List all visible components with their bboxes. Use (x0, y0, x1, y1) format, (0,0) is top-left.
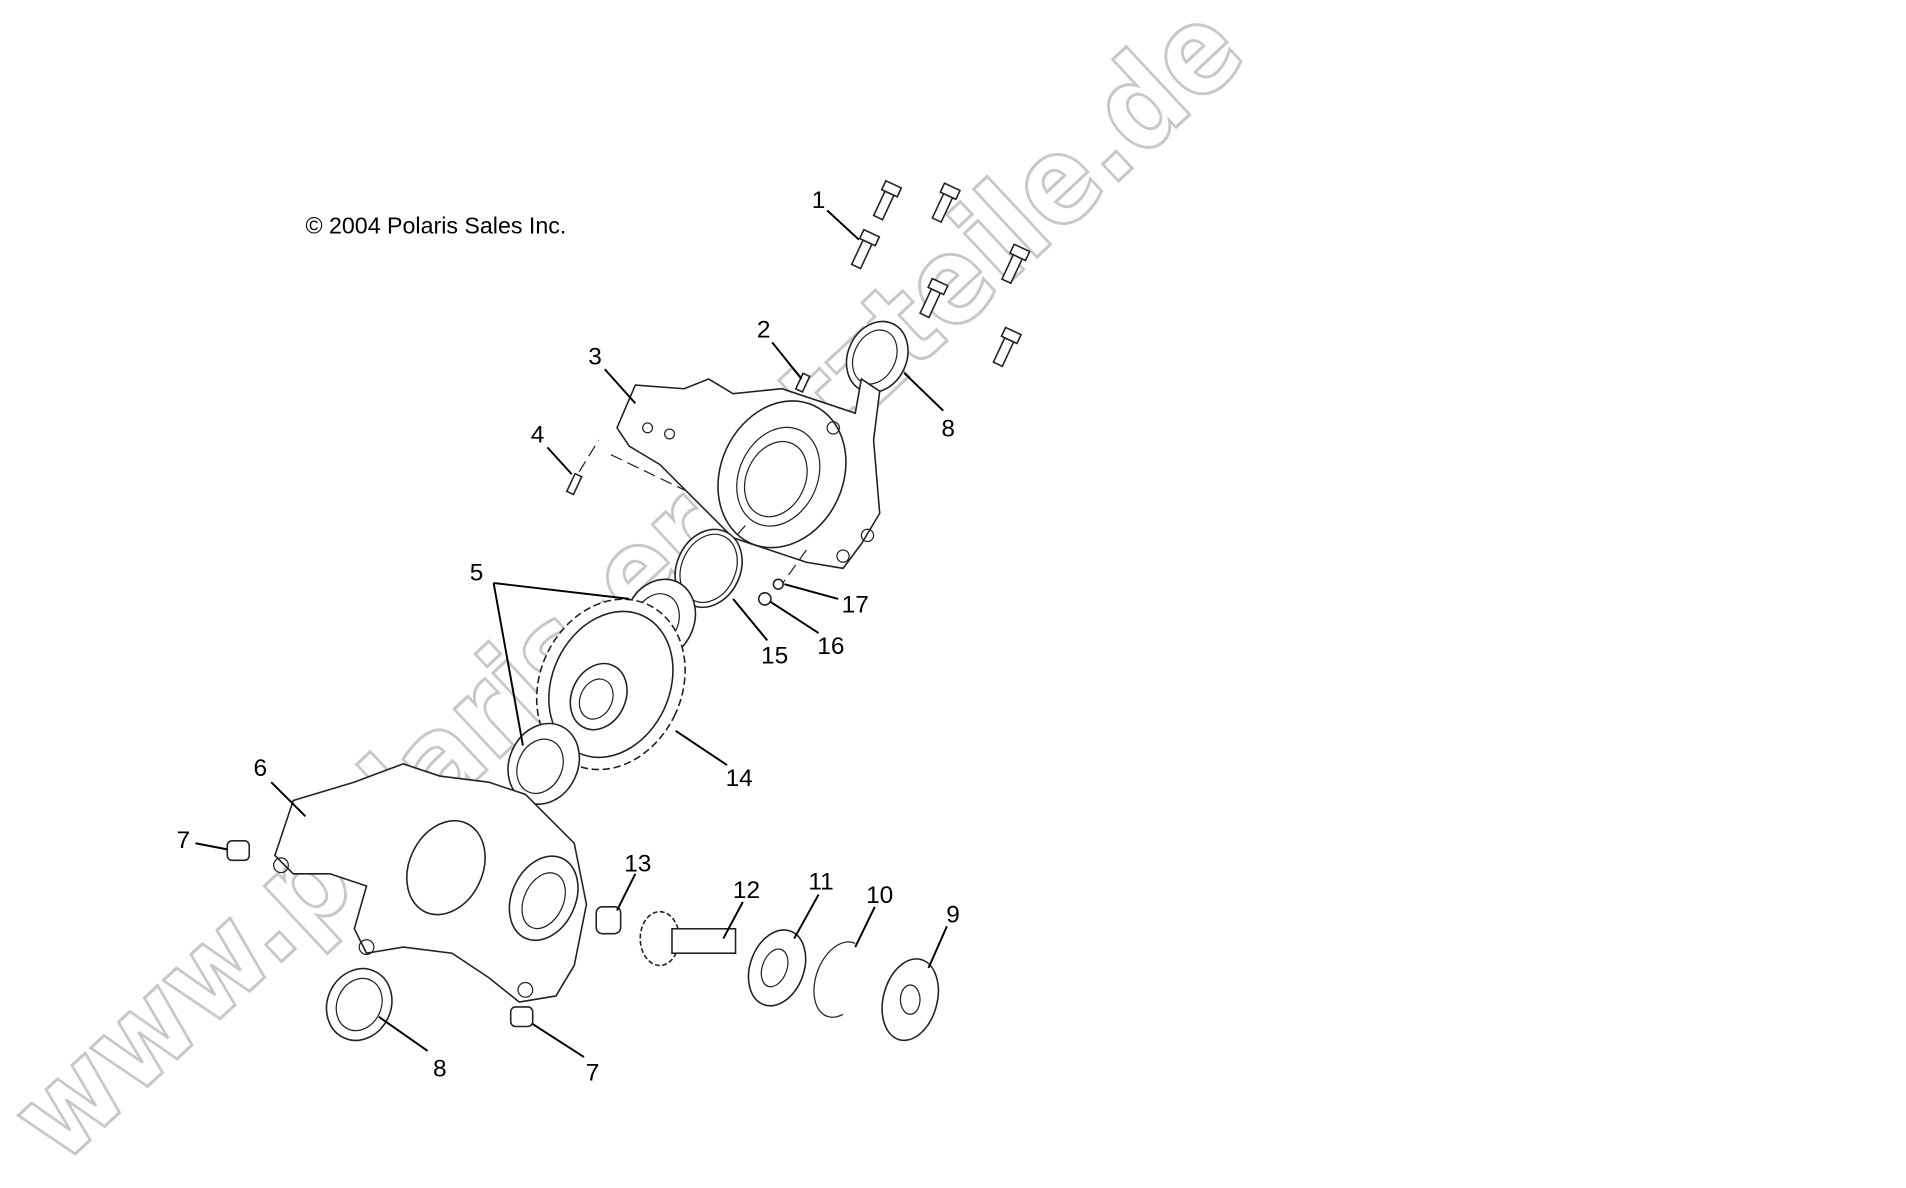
callout-14: 14 (726, 765, 753, 792)
callout-8-bottom: 8 (433, 1056, 447, 1083)
plug-7-left (226, 840, 251, 862)
callout-9: 9 (946, 902, 960, 929)
callout-17: 17 (842, 591, 869, 618)
leader-lines (195, 209, 948, 1058)
copyright-text: © 2004 Polaris Sales Inc. (305, 213, 566, 239)
bushing-13 (595, 905, 622, 935)
washer-17 (772, 578, 784, 590)
alignment-dash (702, 525, 807, 585)
callout-12: 12 (733, 877, 760, 904)
seal-9 (881, 958, 940, 1042)
callout-11: 11 (808, 869, 833, 896)
callout-6: 6 (253, 755, 267, 782)
callout-15: 15 (761, 643, 788, 670)
pin-2 (794, 372, 811, 393)
seal-bottom (325, 967, 393, 1042)
callout-5: 5 (470, 560, 484, 587)
plug-7-bottom (509, 1006, 534, 1028)
lower-housing (273, 762, 588, 1003)
bearing-11 (747, 929, 807, 1007)
pin-4 (565, 472, 583, 496)
callout-13: 13 (624, 850, 651, 877)
callout-10: 10 (866, 882, 893, 909)
bolt-16 (757, 591, 772, 606)
pinion-shaft-12 (639, 910, 737, 967)
callout-7-bottom: 7 (586, 1059, 600, 1086)
upper-housing (616, 377, 881, 570)
callout-8-top: 8 (941, 415, 955, 442)
watermark: www.polaris-ersatzteile.de (0, 0, 1271, 1188)
callout-16: 16 (817, 633, 844, 660)
bolt-group (850, 179, 1031, 368)
callout-7-left: 7 (176, 827, 190, 854)
callout-3: 3 (588, 343, 602, 370)
callout-4: 4 (531, 421, 545, 448)
callout-2: 2 (757, 316, 771, 343)
ring-gear-14 (535, 598, 686, 771)
callout-1: 1 (812, 187, 826, 214)
circlip-10 (813, 941, 856, 1018)
